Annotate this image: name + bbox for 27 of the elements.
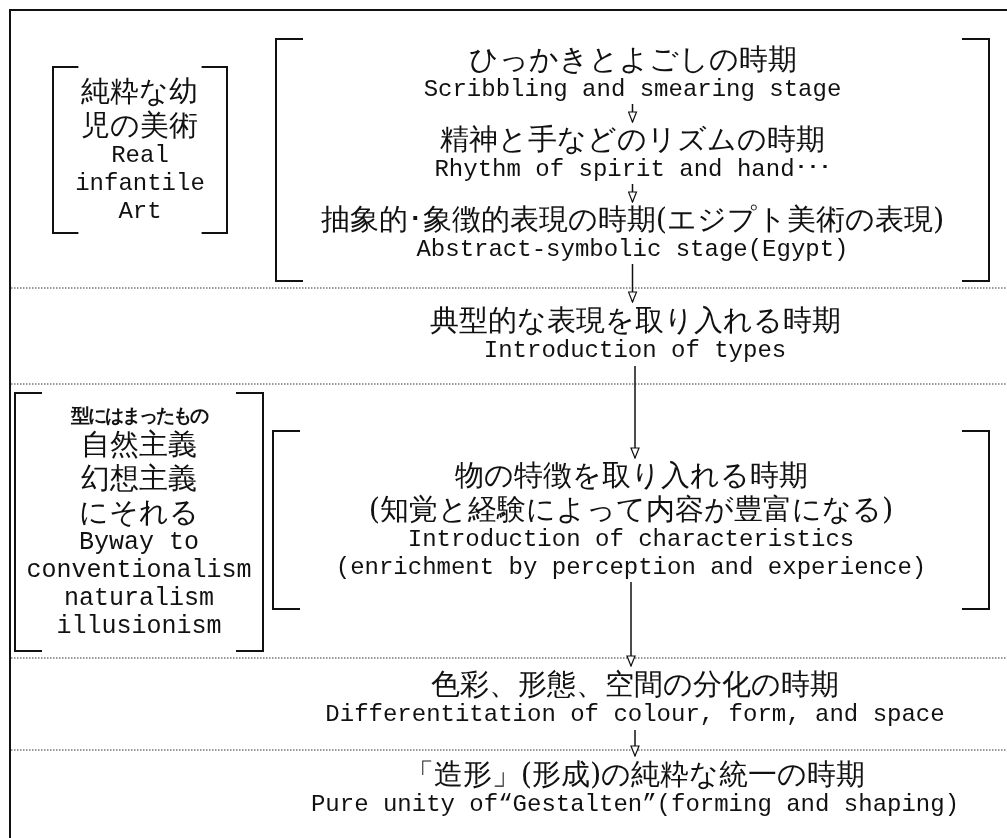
stage-subtitle: (enrichment by perception and experience) xyxy=(335,554,927,582)
stage-title: 精神と手などのリズムの時期 xyxy=(440,122,825,156)
arrow xyxy=(627,103,638,123)
stage-subtitle: 自然主義幻想主義にそれる xyxy=(78,427,200,529)
stage-subtitle: Abstract-symbolic stage(Egypt) xyxy=(416,236,849,264)
stage-title: 色彩、形態、空間の分化の時期 xyxy=(431,667,839,701)
stage-title: 物の特徴を取り入れる時期 xyxy=(454,458,808,492)
stage-subtitle: Rhythm of spirit and hand･･･ xyxy=(434,156,831,184)
stage-subtitle: Byway to conventionalism naturalism illusionism xyxy=(25,529,253,641)
stage-subtitle: Real infantile Art xyxy=(74,142,206,226)
arrow xyxy=(630,729,640,757)
arrow xyxy=(626,581,636,667)
stage-subtitle: Introduction of characteristics xyxy=(407,526,855,554)
stage-subtitle: Pure unity of“Gestalten”(forming and shaping) xyxy=(310,791,960,819)
arrow xyxy=(627,263,638,303)
stage-subtitle: (知覚と経験によって内容が豊富になる) xyxy=(368,492,894,526)
stage-title: ひっかきとよごしの時期 xyxy=(468,42,797,76)
stage-title: 型にはまったもの xyxy=(71,403,207,427)
stage-subtitle: Differentitation of colour, form, and space xyxy=(325,701,945,729)
stage-title: 純粋な幼児の美術 xyxy=(80,74,200,142)
stage-subtitle: Introduction of types xyxy=(483,337,787,365)
stage-title: 「造形」(形成)の純粋な統一の時期 xyxy=(404,757,866,791)
stage-title: 典型的な表現を取り入れる時期 xyxy=(429,303,841,337)
stage-title: 抽象的･象徴的表現の時期(エジプト美術の表現) xyxy=(320,202,945,236)
arrow xyxy=(627,183,638,203)
arrow xyxy=(630,365,640,459)
stage-subtitle: Scribbling and smearing stage xyxy=(423,76,842,104)
